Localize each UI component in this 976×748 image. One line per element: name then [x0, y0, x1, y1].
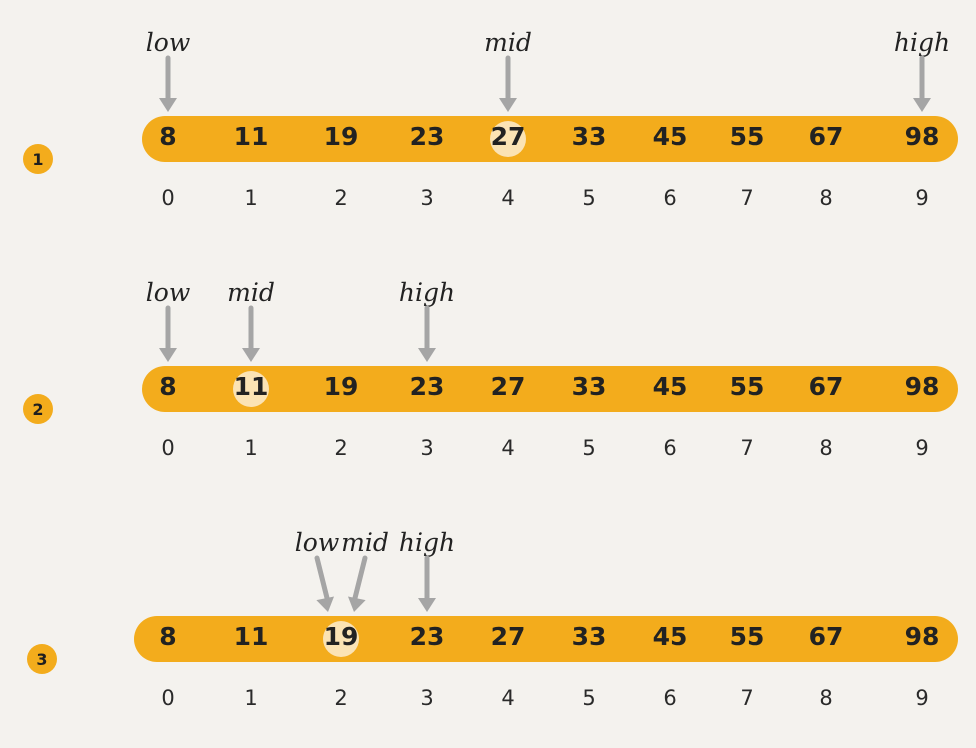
array-index: 9 [915, 436, 929, 460]
array-index: 7 [740, 686, 754, 710]
array-value: 55 [729, 622, 765, 651]
array-index: 8 [819, 686, 833, 710]
array-value: 98 [904, 122, 940, 151]
mid-pointer-arrow [242, 305, 260, 362]
array-value: 98 [904, 622, 940, 651]
mid-pointer-label: mid [484, 28, 532, 57]
array-band [134, 616, 958, 662]
array-index: 5 [582, 686, 596, 710]
array-value: 11 [233, 622, 269, 651]
high-pointer-label: high [893, 28, 951, 57]
array-value: 27 [490, 122, 526, 151]
array-index: 3 [420, 686, 434, 710]
array-index: 9 [915, 686, 929, 710]
array-value: 23 [409, 372, 445, 401]
array-index: 6 [663, 436, 677, 460]
array-value: 23 [409, 622, 445, 651]
array-value: 23 [409, 122, 445, 151]
array-value: 67 [808, 372, 844, 401]
mid-highlight [233, 371, 269, 407]
high-pointer-arrow [913, 55, 931, 112]
mid-pointer-label: mid [227, 278, 275, 307]
step-number-badge: 1 [23, 144, 53, 174]
array-index: 7 [740, 186, 754, 210]
array-band [142, 116, 958, 162]
array-index: 2 [334, 186, 348, 210]
array-value: 45 [652, 372, 688, 401]
array-band [142, 366, 958, 412]
array-value: 67 [808, 622, 844, 651]
array-value: 19 [323, 622, 359, 651]
array-index: 8 [819, 186, 833, 210]
array-value: 11 [233, 372, 269, 401]
array-index: 7 [740, 436, 754, 460]
array-value: 55 [729, 122, 765, 151]
array-value: 45 [652, 122, 688, 151]
mid-highlight [323, 621, 359, 657]
array-index: 3 [420, 186, 434, 210]
array-index: 1 [244, 686, 258, 710]
low-pointer-label: low [145, 278, 191, 307]
array-index: 6 [663, 686, 677, 710]
step-number-badge: 3 [27, 644, 57, 674]
array-value: 45 [652, 622, 688, 651]
low-pointer-label: low [294, 528, 340, 557]
array-index: 4 [501, 686, 515, 710]
array-index: 8 [819, 436, 833, 460]
array-index: 2 [334, 686, 348, 710]
array-index: 1 [244, 436, 258, 460]
array-index: 4 [501, 436, 515, 460]
array-index: 3 [420, 436, 434, 460]
low-pointer-arrow [314, 555, 335, 612]
array-index: 4 [501, 186, 515, 210]
array-index: 0 [161, 436, 175, 460]
array-value: 33 [571, 622, 607, 651]
array-value: 98 [904, 372, 940, 401]
array-value: 27 [490, 372, 526, 401]
array-index: 1 [244, 186, 258, 210]
array-index: 9 [915, 186, 929, 210]
mid-pointer-arrow [499, 55, 517, 112]
low-pointer-arrow [159, 305, 177, 362]
array-value: 11 [233, 122, 269, 151]
high-pointer-arrow [418, 555, 436, 612]
array-index: 0 [161, 186, 175, 210]
array-value: 27 [490, 622, 526, 651]
array-index: 6 [663, 186, 677, 210]
high-pointer-arrow [418, 305, 436, 362]
array-value: 19 [323, 372, 359, 401]
array-value: 19 [323, 122, 359, 151]
array-value: 67 [808, 122, 844, 151]
array-index: 5 [582, 436, 596, 460]
mid-pointer-arrow [347, 555, 368, 612]
mid-pointer-label: mid [341, 528, 389, 557]
array-index: 5 [582, 186, 596, 210]
array-value: 8 [159, 122, 177, 151]
high-pointer-label: high [398, 528, 456, 557]
array-value: 8 [159, 622, 177, 651]
low-pointer-label: low [145, 28, 191, 57]
array-value: 55 [729, 372, 765, 401]
array-value: 33 [571, 372, 607, 401]
array-index: 2 [334, 436, 348, 460]
array-value: 33 [571, 122, 607, 151]
mid-highlight [490, 121, 526, 157]
low-pointer-arrow [159, 55, 177, 112]
high-pointer-label: high [398, 278, 456, 307]
step-number-badge: 2 [23, 394, 53, 424]
array-value: 8 [159, 372, 177, 401]
array-index: 0 [161, 686, 175, 710]
